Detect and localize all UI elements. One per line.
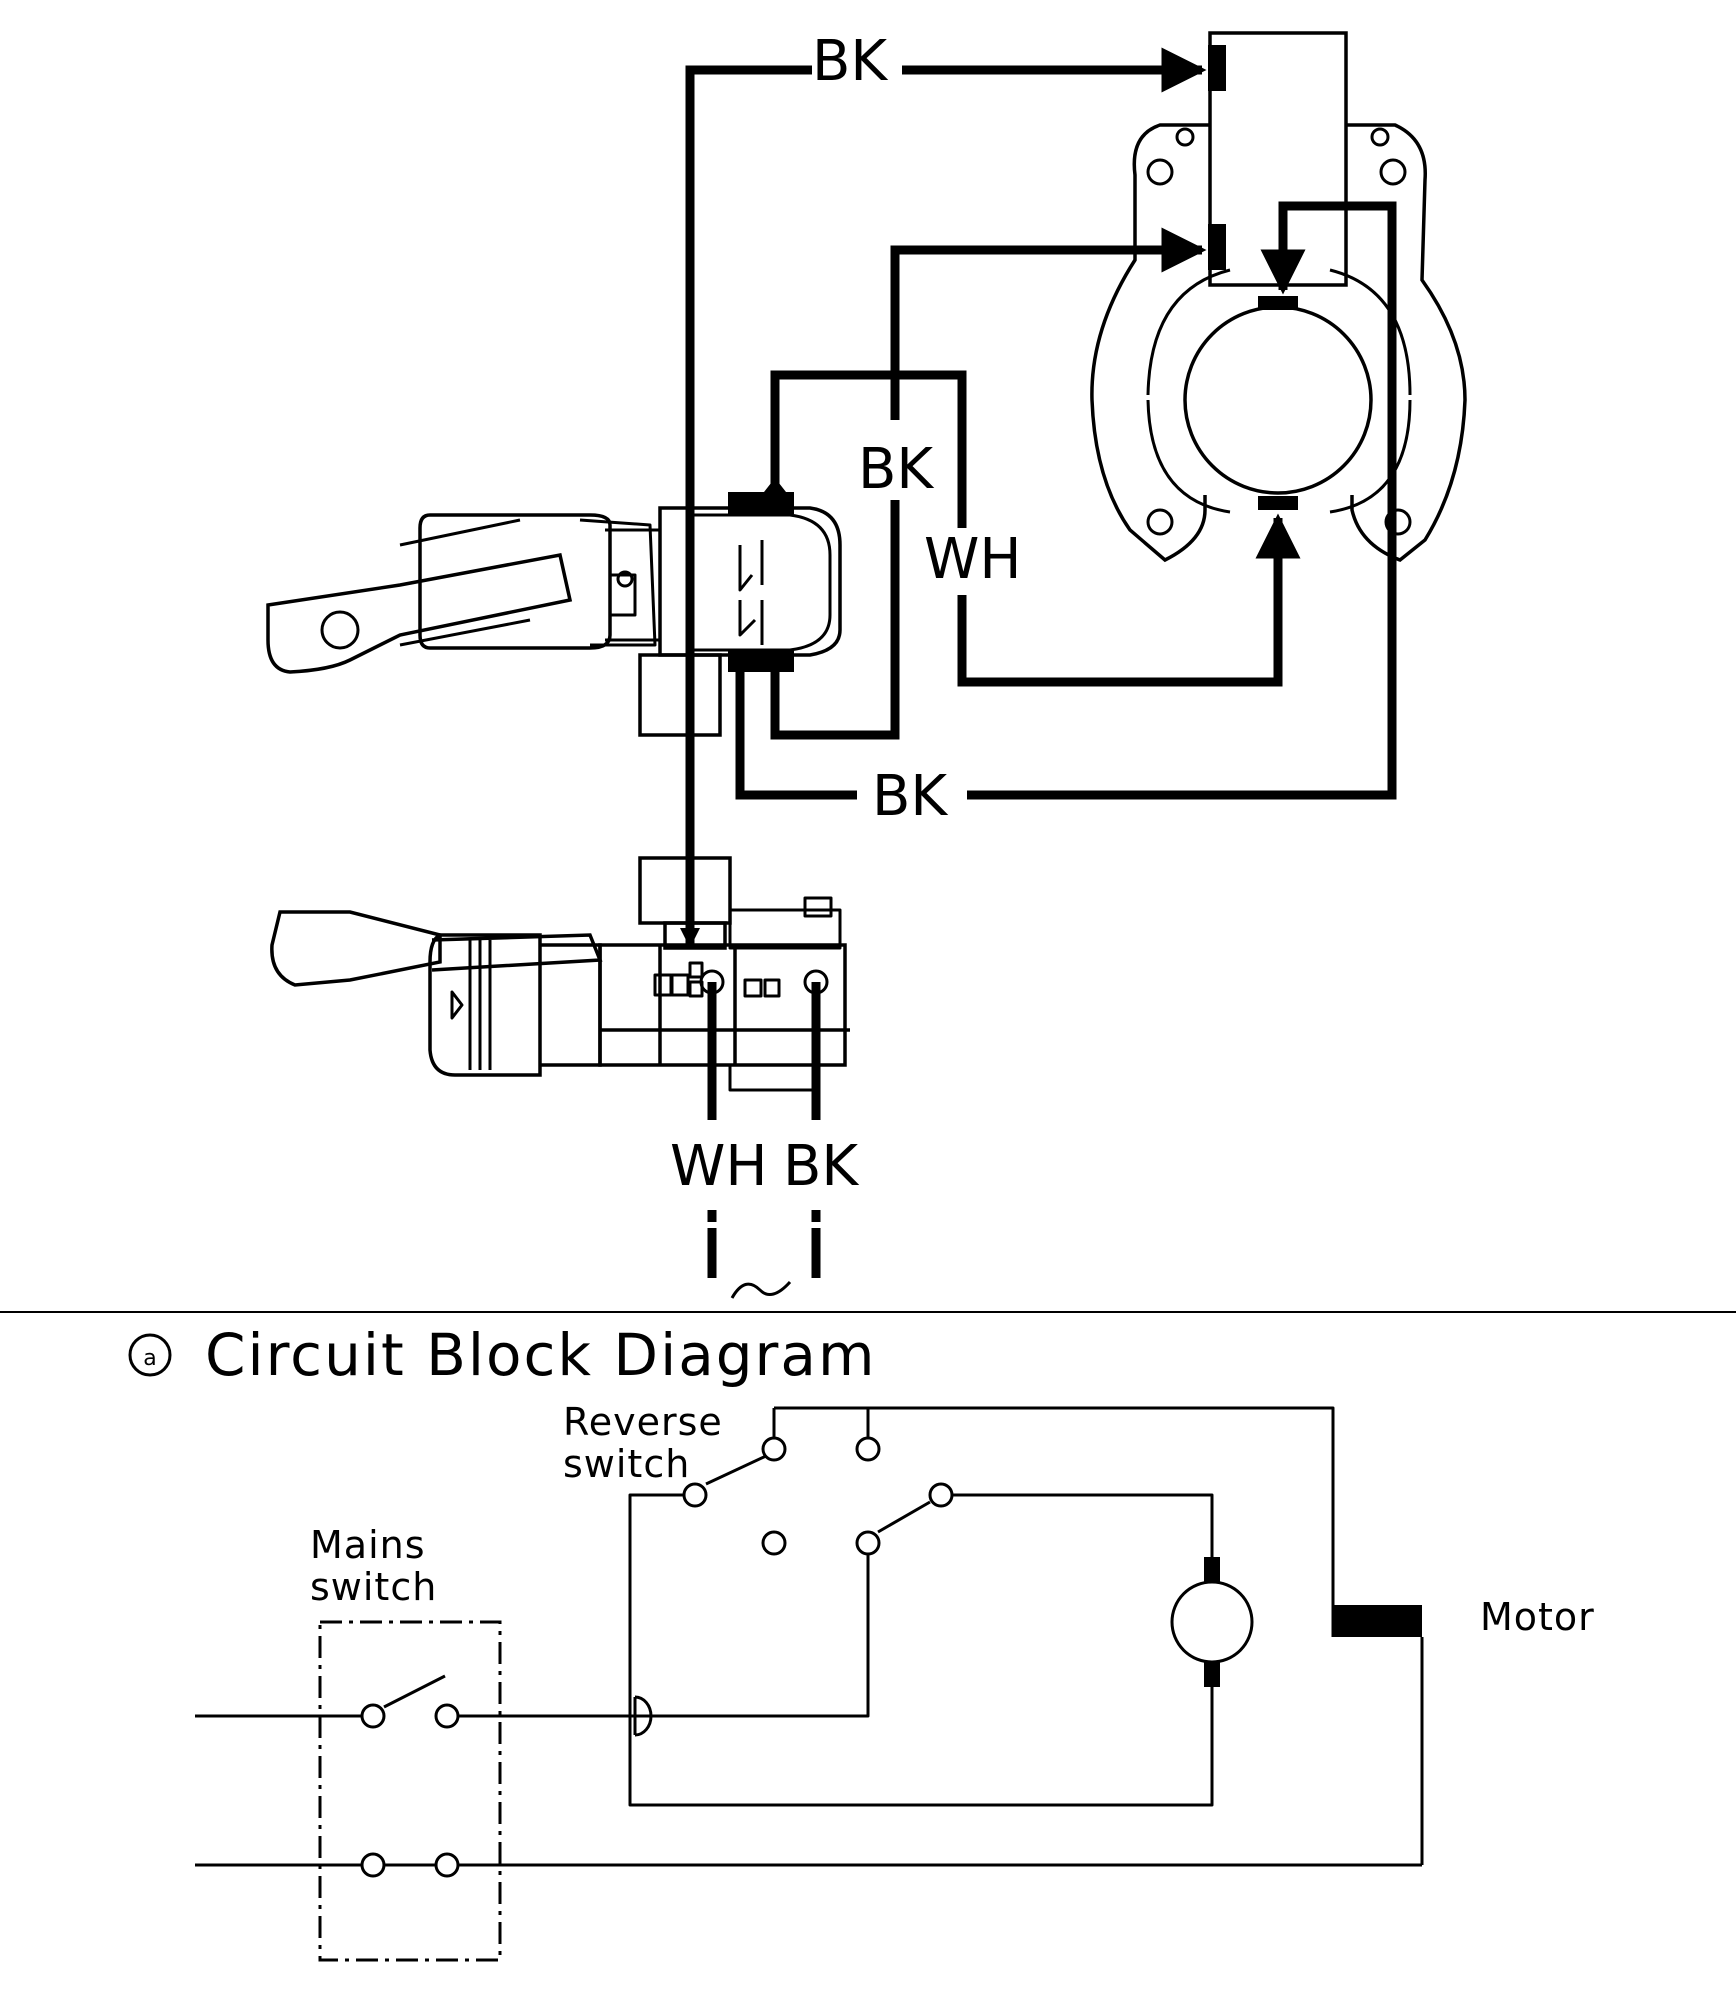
mains-switch-part: [270, 856, 850, 1092]
label-bk-mid: BK: [858, 437, 934, 502]
reverse-switch-part: [266, 492, 842, 737]
label-bk-cord: BK: [783, 1134, 859, 1199]
label-wh-cord: WH: [670, 1134, 767, 1199]
label-bk-bottom: BK: [872, 764, 948, 829]
motor-terminal-top: [1208, 45, 1226, 91]
block-diagram-title: Circuit Block Diagram: [205, 1321, 876, 1389]
motor-housing: [1090, 31, 1467, 563]
mains-switch-label-2: switch: [310, 1565, 437, 1609]
label-bk-top: BK: [812, 29, 888, 94]
section-marker: a: [143, 1346, 156, 1371]
motor-symbol-icon: [1170, 1580, 1254, 1664]
section-marker-icon: [128, 1333, 172, 1377]
switch-terminals: [360, 1436, 954, 1878]
motor-armature-icon: [1183, 305, 1373, 495]
schematic: [195, 1406, 1424, 1962]
motor-terminal-mid: [1208, 224, 1226, 270]
ac-source-icon: [730, 1280, 792, 1299]
label-wh-mid: WH: [924, 527, 1021, 592]
wiring-harness: [685, 47, 1397, 1278]
mains-switch-label-1: Mains: [310, 1523, 426, 1567]
motor-label: Motor: [1480, 1595, 1595, 1639]
mains-switch-box: [318, 1620, 502, 1962]
field-winding: [1333, 1605, 1422, 1637]
reverse-switch-label-1: Reverse: [563, 1400, 723, 1444]
reverse-switch-label-2: switch: [563, 1442, 690, 1486]
